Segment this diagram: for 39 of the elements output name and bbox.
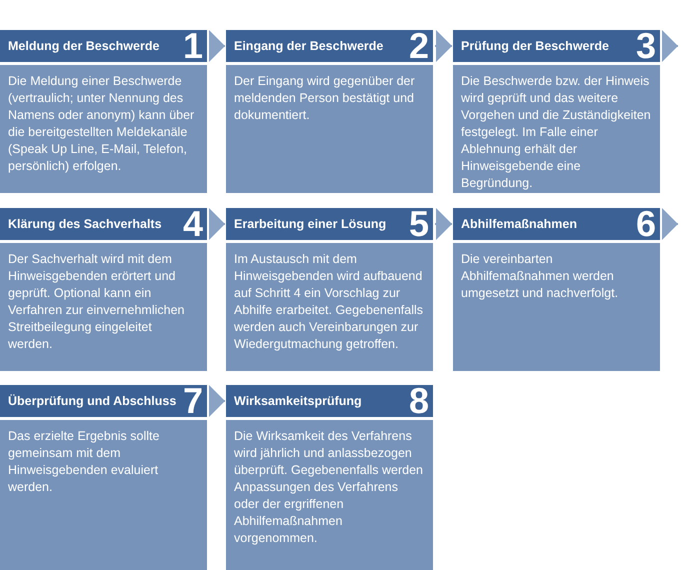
step-card [453, 208, 660, 371]
step-number: 4 [182, 205, 203, 243]
chevron-arrow [209, 30, 225, 62]
step-title: Überprüfung und Abschluss [8, 394, 176, 408]
step-number: 8 [408, 382, 429, 420]
step-number: 6 [636, 205, 656, 243]
step-card [0, 30, 207, 193]
step-card [453, 30, 660, 193]
step-description: Der Eingang wird gegenüber der meldenden Person bestätigt und dokumentiert. [233, 73, 416, 124]
step-number: 1 [182, 27, 203, 65]
step-number: 7 [182, 382, 203, 420]
step-description: Im Austausch mit dem Hinweisgebenden wird aufbauend auf Schritt 4 ein Vorschlag zur Abhilfe erarbeitet. Gegebenenfalls werden auch Vereinbarungen zur Wiedergutmachung getroffen. [233, 251, 424, 353]
step-title: Meldung der Beschwerde [8, 39, 160, 53]
step-card [226, 208, 433, 371]
step-title: Wirksamkeitsprüfung [234, 394, 362, 408]
chevron-arrow [435, 30, 452, 62]
chevron-arrow [662, 208, 678, 240]
chevron-arrow [662, 30, 678, 62]
step-card [226, 385, 433, 570]
step-description: Das erzielte Ergebnis sollte gemeinsam mit dem Hinweisgebenden evaluiert werden. [7, 428, 160, 496]
step-card [226, 30, 433, 193]
step-title: Klärung des Sachverhalts [8, 217, 162, 231]
chevron-arrow [209, 208, 225, 240]
step-card [0, 208, 207, 371]
step-title: Prüfung der Beschwerde [461, 39, 609, 53]
step-title: Eingang der Beschwerde [234, 39, 384, 53]
chevron-arrow [209, 385, 225, 417]
step-card [0, 385, 207, 570]
step-description: Die Meldung einer Beschwerde (vertraulich; unter Nennung des Namens oder anonym) kann über die bereitgestellten Meldekanäle (Speak Up Line, E-Mail, Telefon, persönlich) erfolgen. [7, 73, 196, 175]
step-description: Die Beschwerde bzw. der Hinweis wird geprüft und das weitere Vorgehen und die Zuständigkeiten festgelegt. Im Falle einer Ablehnung erhält der Hinweisgebende eine Begründung. [460, 73, 652, 192]
step-title: Abhilfemaßnahmen [461, 217, 577, 231]
step-number: 3 [636, 27, 656, 65]
step-description: Der Sachverhalt wird mit dem Hinweisgebenden erörtert und geprüft. Optional kann ein Verfahren zur einvernehmlichen Streitbeilegung eingeleitet werden. [7, 251, 186, 353]
step-number: 5 [408, 205, 429, 243]
step-description: Die Wirksamkeit des Verfahrens wird jährlich und anlassbezogen überprüft. Gegebenenfalls werden Anpassungen des Verfahrens oder der ergriffenen Abhilfemaßnahmen vorgenommen. [233, 428, 424, 547]
step-number: 2 [408, 27, 429, 65]
chevron-arrow [435, 208, 452, 240]
step-description: Die vereinbarten Abhilfemaßnahmen werden umgesetzt und nachverfolgt. [460, 251, 620, 302]
step-title: Erarbeitung einer Lösung [234, 217, 386, 231]
